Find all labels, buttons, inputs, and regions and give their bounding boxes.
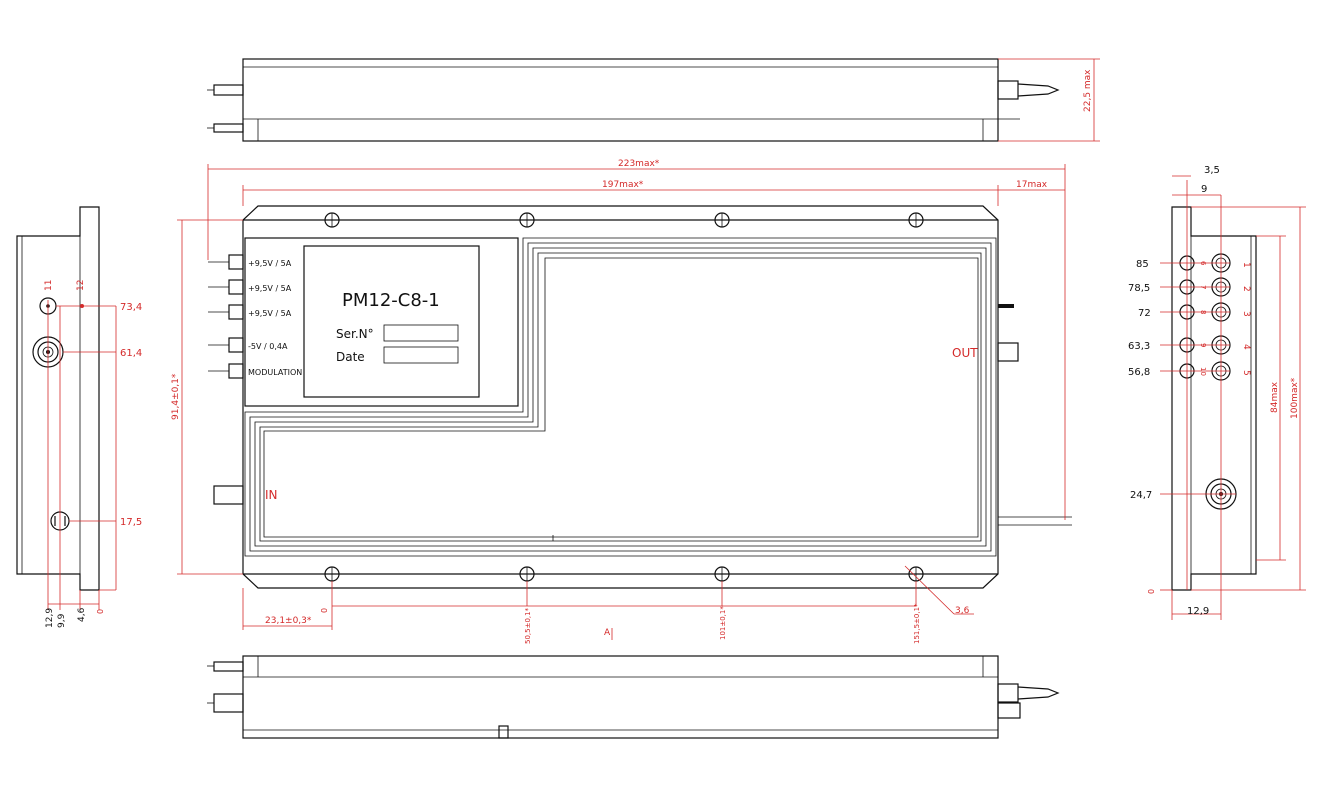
left-side-dimensions: 73,4 61,4 17,5 11 12 12,9 9,9 4,6 0 [44,280,142,628]
right-top-9: 9 [1201,184,1207,195]
connector-label-3: +9,5V / 5A [248,309,292,318]
tick-101-label: 101±0,1* [719,606,727,640]
top-view-body [242,58,999,142]
hole-diameter-label: 3,6 [955,606,970,616]
height-100-label: 100max* [1290,377,1300,419]
right-level-63-3: 63,3 [1128,341,1150,352]
height-22-5-label: 22,5 max [1083,69,1093,112]
right-level-78-5: 78,5 [1128,283,1150,294]
tick-50-5-label: 50,5±0,1* [524,607,532,644]
connector-label-1: +9,5V / 5A [248,259,292,268]
pin-3-label: 3 [1241,311,1251,317]
left-bottom-9-9: 9,9 [57,613,67,628]
left-side-outline [16,206,100,591]
module-title: PM12-C8-1 [342,290,440,311]
overall-width-label: 223max* [618,159,660,169]
connector-label-2: +9,5V / 5A [248,284,292,293]
connector-label-5: MODULATION [248,368,302,377]
right-level-72: 72 [1138,308,1151,319]
left-bottom-12-9: 12,9 [45,608,55,628]
top-view [207,58,1060,142]
right-top-3-5: 3,5 [1204,165,1220,176]
top-height-dimension: 22,5 max [998,58,1100,142]
left-side-view [16,206,100,591]
height-84-label: 84max [1270,381,1280,413]
pin-8-label: 8 [1199,310,1207,314]
pin-10-label: 10 [1199,367,1207,376]
right-side-outline [1171,206,1257,591]
right-bottom-12-9: 12,9 [1187,606,1209,617]
serial-number-box [383,324,459,342]
connector-label-4: -5V / 0,4A [248,342,288,351]
right-level-56-8: 56,8 [1128,367,1150,378]
body-width-label: 197max* [602,180,644,190]
pin-5-label: 5 [1241,370,1251,376]
bottom-view-body [242,655,999,739]
pin-6-label: 6 [1199,261,1207,266]
mounting-holes-bottom [324,566,924,582]
dc-connectors [208,254,244,379]
front-dimensions: 223max* 197max* 17max 91,4±0,1* 23,1±0,3… [171,159,1066,644]
connector-labels: +9,5V / 5A +9,5V / 5A +9,5V / 5A -5V / 0… [248,259,302,377]
in-connector [213,485,244,505]
date-label: Date [336,350,365,364]
right-level-0: 0 [1147,589,1156,594]
left-bottom-0: 0 [96,609,105,614]
pin-2-label: 2 [1241,286,1251,292]
out-port-label: OUT [952,346,978,360]
rf-area-outer [244,237,997,557]
label-board [303,245,480,398]
date-box [383,346,459,364]
pin-9-label: 9 [1199,343,1207,347]
right-side-dimensions: 3,5 9 12,9 85 78,5 72 63,3 56,8 24,7 0 1… [1128,165,1306,620]
control-compartment [244,237,519,407]
left-col-label-11: 11 [44,280,54,291]
front-view [208,205,1072,589]
right-level-24-7: 24,7 [1130,490,1152,501]
pin-1-label: 1 [1241,262,1251,268]
pin-7-label: 7 [1199,285,1207,289]
bottom-view [207,655,1060,739]
first-hole-offset-label: 23,1±0,3* [265,616,312,626]
out-connector [997,342,1019,362]
section-arrow-label: A [604,628,611,638]
left-col-label-12: 12 [76,280,86,291]
right-level-85: 85 [1136,259,1149,270]
right-pin-holes [1179,253,1231,381]
projection-label: 17max [1016,180,1048,190]
left-level-17-5: 17,5 [120,517,142,528]
left-level-73-4: 73,4 [120,302,142,313]
in-port-label: IN [265,488,278,502]
vertical-pitch-label: 91,4±0,1* [171,373,181,420]
tick-151-5-label: 151,5±0,1* [913,603,921,644]
left-bottom-4-6: 4,6 [77,607,87,622]
pin-4-label: 4 [1241,344,1251,350]
mounting-holes-top [324,212,924,228]
serial-label: Ser.N° [336,327,374,341]
front-zero-label: 0 [320,608,329,613]
left-level-61-4: 61,4 [120,348,142,359]
